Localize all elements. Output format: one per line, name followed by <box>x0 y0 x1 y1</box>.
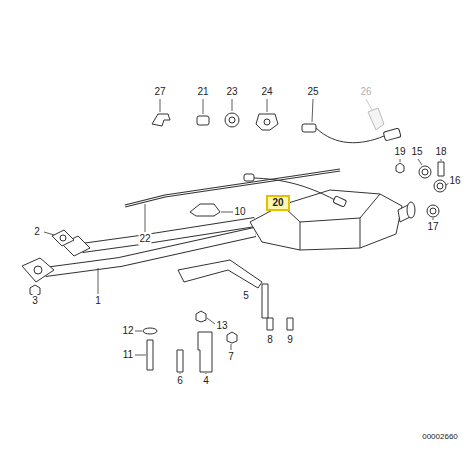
washer <box>143 328 157 334</box>
bracket <box>198 332 212 372</box>
grommet-hole <box>229 117 235 123</box>
callout-number: 11 <box>122 349 134 361</box>
callout-number: 9 <box>286 334 294 346</box>
callout-number: 26 <box>359 86 372 98</box>
mount-hole <box>264 119 270 125</box>
heat-shield-bracket <box>190 204 220 216</box>
drawing-number: 00002660 <box>421 431 459 443</box>
ring <box>419 166 431 178</box>
callout-number: 25 <box>306 86 319 98</box>
pipe-fill <box>82 222 255 248</box>
converter-edges <box>282 194 380 250</box>
rubber-mount <box>256 114 278 130</box>
bolt <box>147 340 153 370</box>
ring-hole <box>422 169 428 175</box>
nut <box>227 332 237 343</box>
callout-number: 18 <box>434 146 447 158</box>
bolt <box>267 318 273 330</box>
bolt <box>438 162 444 176</box>
catalytic-converter <box>250 190 402 250</box>
ring <box>434 180 446 192</box>
front-flange <box>22 258 54 282</box>
bolt <box>177 350 183 372</box>
callout-number: 13 <box>215 320 228 332</box>
callout-number: 15 <box>410 146 423 158</box>
gasket <box>52 230 74 246</box>
bolt <box>287 318 293 330</box>
clip-part <box>152 114 170 126</box>
ring-hole <box>430 208 436 214</box>
oxygen-sensor <box>333 196 347 207</box>
flange-hole <box>34 266 42 274</box>
sensor-wire <box>316 128 384 143</box>
leader-lines <box>44 99 449 374</box>
grommet-part <box>225 113 239 127</box>
callout-number: 3 <box>31 295 39 307</box>
callout-number: 23 <box>225 86 238 98</box>
callout-number: 17 <box>426 221 439 233</box>
sensor-plug <box>302 124 316 132</box>
outlet-flange <box>407 202 415 218</box>
callout-number: 21 <box>196 86 209 98</box>
callout-number: 6 <box>176 375 184 387</box>
callout-number: 24 <box>260 86 273 98</box>
callout-number: 4 <box>202 375 210 387</box>
callout-number: 10 <box>233 206 246 218</box>
pipe-outline <box>82 222 255 248</box>
ring-hole <box>437 183 443 189</box>
highlight-box: 20 <box>266 195 290 211</box>
callout-number: 22 <box>138 233 151 245</box>
callout-number: 1 <box>94 295 102 307</box>
block-part <box>197 116 209 125</box>
callout-number: 12 <box>121 325 134 337</box>
hanger-bracket <box>178 260 262 288</box>
callout-number: 19 <box>393 146 406 158</box>
callout-number: 2 <box>33 226 41 238</box>
hanger-plate <box>262 284 268 318</box>
oxygen-sensor <box>383 128 401 141</box>
ring <box>427 205 439 217</box>
nut <box>396 163 404 173</box>
nut <box>196 311 206 322</box>
callout-number: 8 <box>266 334 274 346</box>
callout-number: 16 <box>448 175 461 187</box>
gasket-hole <box>60 235 66 241</box>
callout-number: 20 <box>268 197 288 209</box>
callout-number: 27 <box>153 86 166 98</box>
callout-number: 5 <box>242 290 250 302</box>
callout-number: 7 <box>227 351 235 363</box>
grey-bracket <box>368 108 384 130</box>
sensor-plug <box>244 174 254 181</box>
